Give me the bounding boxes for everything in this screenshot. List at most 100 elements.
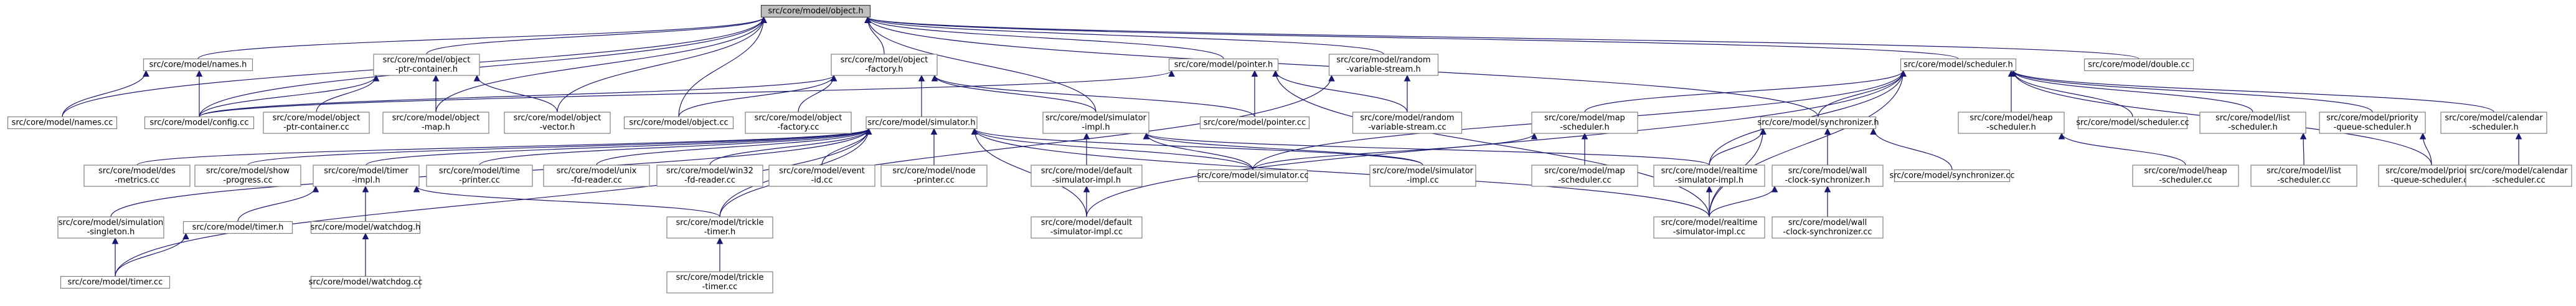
node-label: -scheduler.cc [2492, 176, 2545, 185]
node-label: src/core/model/scheduler.cc [2076, 118, 2189, 128]
dependency-edge [719, 74, 1335, 218]
node-box [831, 54, 938, 76]
dependency-edge [2058, 132, 2186, 166]
node-trickle-timer-cc[interactable]: src/core/model/trickle-timer.cc [666, 271, 773, 294]
node-label: -fd-reader.cc [684, 176, 735, 185]
node-box [1197, 169, 1308, 183]
node-object-ptr-container-h[interactable]: src/core/model/object-ptr-container.h [373, 54, 480, 76]
node-label: src/core/model/calendar [2445, 113, 2543, 123]
node-synchronizer-h[interactable]: src/core/model/synchronizer.h [1757, 116, 1879, 130]
node-watchdog-h[interactable]: src/core/model/watchdog.h [310, 221, 421, 234]
node-label: -scheduler.cc [2277, 176, 2331, 185]
node-label: src/core/model/realtime [1661, 218, 1758, 227]
node-simulator-impl-cc[interactable]: src/core/model/simulator-impl.cc [1369, 165, 1476, 187]
node-pointer-cc[interactable]: src/core/model/pointer.cc [1199, 116, 1310, 130]
node-heap-scheduler-h[interactable]: src/core/model/heap-scheduler.h [1958, 112, 2065, 134]
node-object-h[interactable]: src/core/model/object.h [760, 4, 871, 18]
dependency-edge [479, 128, 872, 166]
node-label: -progress.cc [223, 176, 272, 185]
node-node-printer-cc[interactable]: src/core/model/node-printer.cc [880, 165, 988, 187]
node-list-scheduler-cc[interactable]: src/core/model/list-scheduler.cc [2250, 165, 2357, 187]
node-label: -scheduler.h [2469, 123, 2518, 132]
dependency-edge [426, 16, 767, 55]
node-trickle-timer-h[interactable]: src/core/model/trickle-timer.h [666, 216, 773, 239]
node-realtime-simulator-impl-h[interactable]: src/core/model/realtime-simulator-impl.h [1653, 165, 1765, 187]
node-event-id-cc[interactable]: src/core/model/event-id.cc [768, 165, 875, 187]
node-calendar-scheduler-cc[interactable]: src/core/model/calendar-scheduler.cc [2465, 165, 2572, 187]
node-watchdog-cc[interactable]: src/core/model/watchdog.cc [309, 275, 423, 289]
node-object-factory-cc[interactable]: src/core/model/object-factory.cc [745, 112, 852, 134]
node-label: -impl.h [1082, 123, 1110, 132]
node-label: src/core/model/object.cc [629, 118, 728, 128]
node-object-map-h[interactable]: src/core/model/object-map.h [382, 112, 489, 134]
node-box [310, 221, 421, 234]
node-time-printer-cc[interactable]: src/core/model/time-printer.cc [426, 165, 533, 187]
node-label: src/core/model/object [383, 55, 471, 65]
node-simulator-cc[interactable]: src/core/model/simulator.cc [1197, 169, 1309, 183]
node-wall-clock-synchronizer-h[interactable]: src/core/model/wall-clock-synchronizer.h [1772, 165, 1884, 187]
node-box [310, 275, 421, 289]
node-synchronizer-cc[interactable]: src/core/model/synchronizer.cc [1889, 169, 2015, 183]
node-box [768, 165, 875, 187]
node-label: -simulator-impl.h [1052, 176, 1121, 185]
node-box [745, 112, 852, 134]
node-random-variable-stream-cc[interactable]: src/core/model/random-variable-stream.cc [1352, 112, 1463, 134]
node-label: -scheduler.h [1986, 123, 2036, 132]
dependency-edge [136, 128, 872, 166]
node-label: src/core/model/map [1544, 113, 1625, 123]
node-object-factory-h[interactable]: src/core/model/object-factory.h [831, 54, 938, 76]
node-simulator-impl-h[interactable]: src/core/model/simulator-impl.h [1042, 112, 1149, 134]
node-timer-cc[interactable]: src/core/model/timer.cc [60, 275, 171, 289]
node-map-scheduler-h[interactable]: src/core/model/map-scheduler.h [1531, 112, 1638, 134]
node-heap-scheduler-cc[interactable]: src/core/model/heap-scheduler.cc [2132, 165, 2239, 187]
node-show-progress-cc[interactable]: src/core/model/show-progress.cc [194, 165, 301, 187]
node-label: src/core/model/object [392, 113, 480, 123]
node-label: src/core/model/synchronizer.cc [1889, 171, 2014, 181]
node-config-cc[interactable]: src/core/model/config.cc [144, 116, 255, 130]
node-label: src/core/model/list [2267, 166, 2341, 176]
node-scheduler-h[interactable]: src/core/model/scheduler.h [1900, 58, 2017, 72]
node-label: -simulator-impl.cc [1673, 227, 1745, 237]
node-box [1958, 112, 2065, 134]
node-box [60, 275, 171, 289]
node-timer-h[interactable]: src/core/model/timer.h [182, 221, 293, 234]
node-box [182, 221, 293, 234]
node-win32-fd-reader-cc[interactable]: src/core/model/win32-fd-reader.cc [656, 165, 763, 187]
dependency-edge [115, 128, 872, 277]
node-default-simulator-impl-cc[interactable]: src/core/model/default-simulator-impl.cc [1031, 216, 1143, 239]
node-label: src/core/model/names.cc [12, 118, 113, 128]
node-map-scheduler-cc[interactable]: src/core/model/map-scheduler.cc [1531, 165, 1638, 187]
node-calendar-scheduler-h[interactable]: src/core/model/calendar-scheduler.h [2440, 112, 2547, 134]
node-box [83, 165, 191, 187]
node-object-vector-h[interactable]: src/core/model/object-vector.h [504, 112, 611, 134]
node-timer-impl-h[interactable]: src/core/model/timer-impl.h [313, 165, 420, 187]
dependency-edge [971, 128, 1710, 218]
node-label: -scheduler.cc [2159, 176, 2212, 185]
node-names-cc[interactable]: src/core/model/names.cc [7, 116, 118, 130]
dependency-edge [864, 16, 1384, 55]
node-object-ptr-container-cc[interactable]: src/core/model/object-ptr-container.cc [263, 112, 370, 134]
node-des-metrics-cc[interactable]: src/core/model/des-metrics.cc [83, 165, 191, 187]
node-double-cc[interactable]: src/core/model/double.cc [2083, 58, 2194, 72]
node-simulator-h[interactable]: src/core/model/simulator.h [866, 116, 978, 130]
node-random-variable-stream-h[interactable]: src/core/model/random-variable-stream.h [1328, 54, 1439, 76]
node-box [866, 116, 978, 130]
node-label: -printer.cc [913, 176, 955, 185]
node-box [1772, 216, 1884, 239]
node-unix-fd-reader-cc[interactable]: src/core/model/unix-fd-reader.cc [543, 165, 650, 187]
dependency-edge [596, 128, 872, 166]
node-realtime-simulator-impl-cc[interactable]: src/core/model/realtime-simulator-impl.c… [1653, 216, 1765, 239]
dependency-edge [413, 185, 720, 218]
node-simulation-singleton-h[interactable]: src/core/model/simulation-singleton.h [57, 216, 164, 239]
node-box [1900, 58, 2017, 72]
dependency-edge [1870, 128, 1953, 170]
node-wall-clock-synchronizer-cc[interactable]: src/core/model/wall-clock-synchronizer.c… [1772, 216, 1884, 239]
node-scheduler-cc[interactable]: src/core/model/scheduler.cc [2076, 116, 2189, 130]
node-object-cc[interactable]: src/core/model/object.cc [623, 116, 734, 130]
node-default-simulator-impl-h[interactable]: src/core/model/default-simulator-impl.h [1031, 165, 1143, 187]
node-priority-queue-scheduler-h[interactable]: src/core/model/priority-queue-scheduler.… [2319, 112, 2426, 134]
node-list-scheduler-h[interactable]: src/core/model/list-scheduler.h [2199, 112, 2306, 134]
node-names-h[interactable]: src/core/model/names.h [143, 58, 253, 72]
node-pointer-h[interactable]: src/core/model/pointer.h [1168, 58, 1279, 72]
